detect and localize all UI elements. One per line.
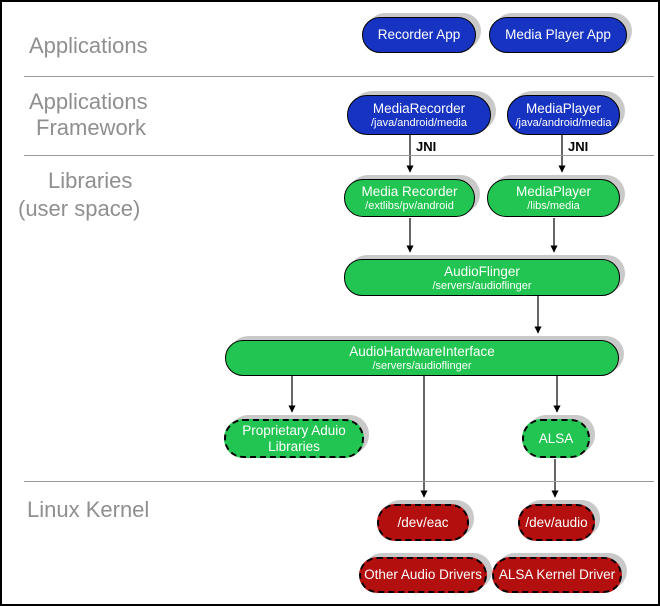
divider-framework-libraries (24, 155, 654, 156)
node-label-line2: Libraries (268, 439, 320, 454)
node-label: Media Recorder (361, 184, 458, 199)
node-label: ALSA Kernel Driver (498, 567, 616, 582)
node-label: /dev/audio (525, 514, 588, 530)
node-label: MediaPlayer (515, 184, 592, 199)
node-dev-audio: /dev/audio (518, 504, 595, 541)
node-label: AudioFlinger (444, 263, 520, 279)
node-path: /servers/audioflinger (372, 360, 472, 372)
node-alsa: ALSA (522, 419, 590, 458)
node-label: Other Audio Drivers (364, 567, 482, 582)
node-label: Proprietary Aduio (242, 423, 346, 438)
node-alsa-kernel-driver: ALSA Kernel Driver (492, 557, 622, 593)
node-label: Recorder App (377, 27, 461, 42)
layer-label-framework-line2: Framework (36, 115, 147, 140)
node-audiohardwareinterface: AudioHardwareInterface /servers/audiofli… (225, 340, 619, 376)
node-mediaplayer-framework: MediaPlayer /java/android/media (507, 95, 620, 135)
node-label: ALSA (538, 430, 574, 446)
divider-libraries-kernel (24, 481, 654, 482)
node-recorder-app: Recorder App (362, 17, 476, 53)
node-audioflinger: AudioFlinger /servers/audioflinger (344, 259, 620, 296)
layer-label-framework-line1: Applications (29, 89, 148, 114)
node-label: /dev/eac (397, 514, 449, 530)
node-label: Media Player App (505, 27, 611, 42)
layer-label-applications: Applications (29, 33, 148, 58)
jni-label-left: JNI (416, 139, 437, 154)
layer-label-libraries-line2: (user space) (18, 196, 141, 221)
node-path: /java/android/media (515, 117, 612, 129)
node-path: /extlibs/pv/android (365, 200, 454, 212)
node-dev-eac: /dev/eac (377, 504, 469, 541)
node-path: /libs/media (527, 200, 580, 212)
node-other-audio-drivers: Other Audio Drivers (359, 557, 487, 593)
node-media-recorder-lib: Media Recorder /extlibs/pv/android (344, 179, 475, 217)
jni-label-right: JNI (568, 139, 589, 154)
divider-applications-framework (24, 76, 654, 77)
node-label: MediaPlayer (525, 101, 602, 116)
node-mediarecorder-framework: MediaRecorder /java/android/media (347, 95, 491, 135)
node-path: /servers/audioflinger (432, 279, 532, 292)
node-media-player-app: Media Player App (489, 17, 627, 53)
node-mediaplayer-lib: MediaPlayer /libs/media (487, 179, 620, 217)
node-label: MediaRecorder (372, 101, 466, 116)
layer-label-linux-kernel: Linux Kernel (27, 497, 150, 522)
node-proprietary-audio-libraries: Proprietary Aduio Libraries (224, 419, 364, 458)
layer-label-libraries-line1: Libraries (48, 168, 133, 193)
node-label: AudioHardwareInterface (349, 344, 495, 359)
node-path: /java/android/media (370, 117, 467, 129)
